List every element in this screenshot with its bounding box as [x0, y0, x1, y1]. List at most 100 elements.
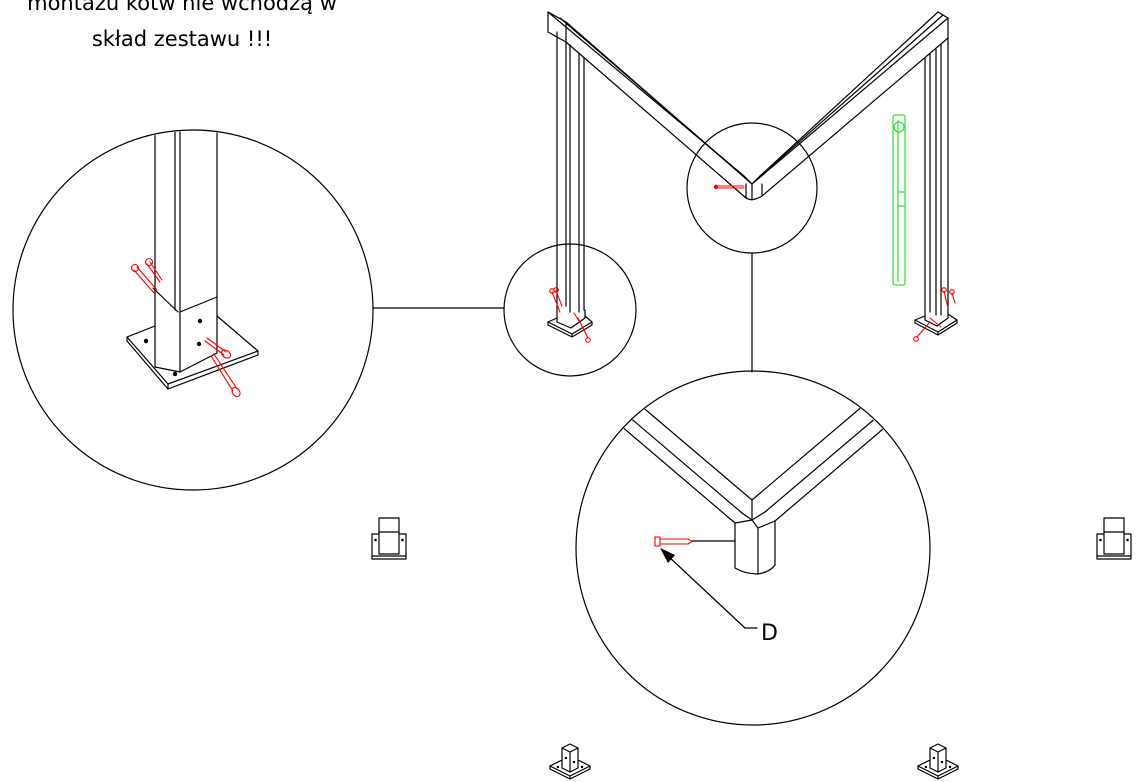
corner-block — [745, 183, 763, 201]
right-post — [913, 37, 958, 342]
left-post-socket — [556, 305, 586, 329]
zoom-left-beam-front-edge — [579, 390, 736, 524]
post-base-icon-hole-left — [1099, 538, 1102, 542]
right-post-anchor-2-head — [949, 289, 955, 295]
anchor-bolt-2 — [144, 257, 163, 283]
post-base-iso-icon-hole-4 — [580, 765, 584, 769]
spirit-level — [892, 114, 906, 286]
detail-corner-joint-drawing — [579, 372, 929, 575]
post-base-front-icon-left — [371, 517, 407, 560]
zoom-corner-block-bottom-edge — [734, 564, 776, 575]
spirit-level-body — [892, 114, 906, 286]
left-post-base-plate — [547, 315, 593, 335]
detail-corner-joint: D — [575, 370, 931, 726]
left-post-anchor-2-head — [553, 287, 559, 293]
post-base-iso-icon-hole-3 — [556, 765, 560, 769]
screw-d-shaft — [659, 538, 694, 545]
corner-screw-shaft — [716, 185, 745, 189]
post-base-iso-icon-hole-1 — [564, 756, 568, 760]
detail-post-base — [12, 129, 374, 491]
left-post-anchor-1 — [551, 291, 561, 313]
zoom-right-beam-back-edge — [751, 372, 929, 501]
right-post-anchor-3-head — [913, 336, 919, 342]
callout-d-arrowhead — [660, 548, 675, 563]
callout-d-label: D — [761, 621, 778, 646]
anchor-hole-4 — [172, 371, 178, 377]
base-plate-thickness — [126, 336, 259, 390]
base-plate-top — [126, 315, 259, 385]
spirit-level-top-vial — [893, 121, 905, 133]
zoom-corner-block-top-edge — [734, 519, 776, 529]
post-base-iso-icon-plate-thickness — [917, 765, 959, 780]
note-line-2: skład zestawu !!! — [92, 27, 272, 51]
post-base-iso-icon-hole-2 — [572, 760, 576, 764]
screw-d — [654, 536, 694, 547]
right-beam-top-back-edge — [759, 11, 939, 177]
anchor-bolt-4 — [210, 353, 241, 398]
corner-screw — [713, 184, 745, 190]
right-beam-bottom-edge — [761, 37, 949, 197]
left-post-anchor-2 — [555, 290, 563, 307]
left-beam-bottom-edge — [565, 41, 747, 199]
post-base-iso-icon-hole-1 — [932, 756, 936, 760]
right-post-base-plate-thickness — [914, 319, 958, 336]
socket-top-edge — [179, 296, 218, 313]
post-base-icon-hole-right — [401, 538, 404, 542]
anchor-hole-2 — [196, 341, 202, 347]
left-beam-top-front-edge — [565, 21, 753, 185]
callout-d: D — [660, 548, 778, 646]
right-post-anchor-3 — [916, 321, 931, 338]
anchor-bolt-3-head — [220, 349, 232, 359]
anchor-bolt-4-head — [231, 386, 241, 398]
anchor-hole-3 — [143, 338, 149, 344]
post-base-front-icon-right — [1096, 517, 1132, 560]
post-base-iso-icon-hole-2 — [940, 760, 944, 764]
post-base-iso-icon-hole-4 — [948, 765, 952, 769]
left-post-anchor-3-head — [585, 337, 591, 343]
right-beam-top-front-edge — [751, 17, 949, 185]
anchor-bolt-1-head — [130, 263, 140, 273]
post-base-icon-hole-left — [374, 538, 377, 542]
anchor-bolt-2-head — [144, 257, 154, 267]
post-base-icon-socket — [1103, 517, 1125, 555]
anchor-bolt-1 — [130, 263, 158, 294]
right-post-anchor-1 — [943, 290, 949, 309]
anchor-bolt-3 — [204, 337, 232, 359]
zoom-right-beam-bevel-edge — [764, 372, 929, 513]
post-base-iso-icon-socket-edges — [929, 747, 947, 773]
post-base-iso-icon-plate-thickness — [549, 765, 591, 780]
detail-post-base-drawing — [126, 131, 259, 398]
right-post-anchor-1-head — [941, 287, 947, 293]
post-base-icon-plate-bottom — [1096, 555, 1132, 560]
socket-bottom-edge — [154, 352, 218, 373]
detail-corner-joint-circle — [575, 370, 931, 726]
post-base-icon-socket — [378, 517, 400, 555]
post-base-iso-icon-hole-3 — [924, 765, 928, 769]
left-post — [547, 31, 593, 343]
anchor-bolt-4-shaft — [210, 353, 238, 392]
post-base-icon-plate-bottom — [371, 555, 407, 560]
zoom-left-beam-bevel-edge — [579, 374, 743, 514]
zoom-left-beam-back-edge — [579, 372, 753, 501]
right-post-socket — [924, 299, 949, 327]
left-post-anchor-4 — [573, 312, 582, 325]
note-text: montażu kotw nie wchodzą w skład zestawu… — [27, 0, 337, 51]
callout-d-leader — [667, 555, 758, 629]
anchor-hole-1 — [197, 318, 203, 324]
post-bottom-chamfer — [152, 287, 179, 313]
spirit-level-middle-vial — [898, 191, 905, 207]
right-post-anchor-4 — [929, 317, 942, 328]
corner-screw-head — [713, 184, 719, 190]
pergola-frame — [547, 11, 958, 343]
post-base-iso-icon-left — [549, 743, 591, 780]
post-base-icon-hole-right — [1126, 538, 1129, 542]
anchor-bolt-3-shaft — [204, 337, 227, 356]
post-base-iso-icon-socket-edges — [561, 747, 579, 773]
zoom-miter-seam — [741, 499, 766, 521]
screw-d-head — [654, 536, 661, 547]
post-base-iso-icon-right — [917, 743, 959, 780]
detail-post-base-circle — [12, 129, 374, 491]
right-beam-bevel-edge — [755, 14, 944, 181]
note-line-1: montażu kotw nie wchodzą w — [27, 0, 337, 15]
